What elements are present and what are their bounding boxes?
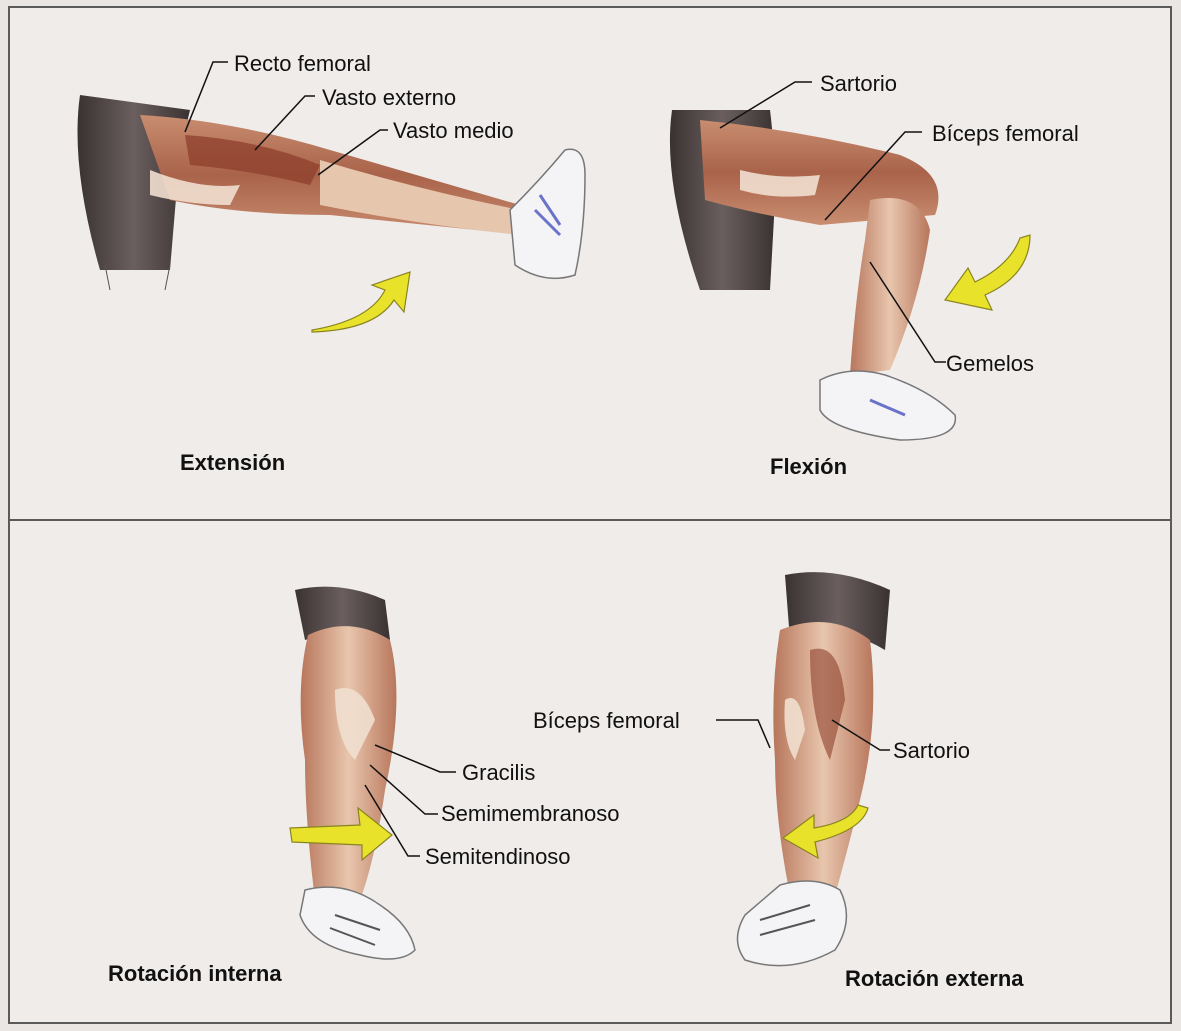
label-sartorio: Sartorio <box>820 73 897 95</box>
caption-rotacion-interna: Rotación interna <box>108 963 282 985</box>
label-recto-femoral: Recto femoral <box>234 53 371 75</box>
label-biceps-femoral: Bíceps femoral <box>932 123 1079 145</box>
label-sartorio-ext: Sartorio <box>893 740 970 762</box>
external-rotation-leg-illustration <box>738 572 891 965</box>
internal-rotation-leg-illustration <box>295 587 415 959</box>
caption-extension: Extensión <box>180 452 285 474</box>
label-gemelos: Gemelos <box>946 353 1034 375</box>
label-biceps-femoral-ext: Bíceps femoral <box>533 710 680 732</box>
caption-flexion: Flexión <box>770 456 847 478</box>
label-gracilis: Gracilis <box>462 762 535 784</box>
label-vasto-medio: Vasto medio <box>393 120 514 142</box>
flexion-arrow <box>945 235 1030 310</box>
flexion-leg-illustration <box>670 110 955 440</box>
extension-arrow <box>312 272 410 332</box>
label-vasto-externo: Vasto externo <box>322 87 456 109</box>
label-semitendinoso: Semitendinoso <box>425 846 571 868</box>
caption-rotacion-externa: Rotación externa <box>845 968 1024 990</box>
label-semimembranoso: Semimembranoso <box>441 803 620 825</box>
